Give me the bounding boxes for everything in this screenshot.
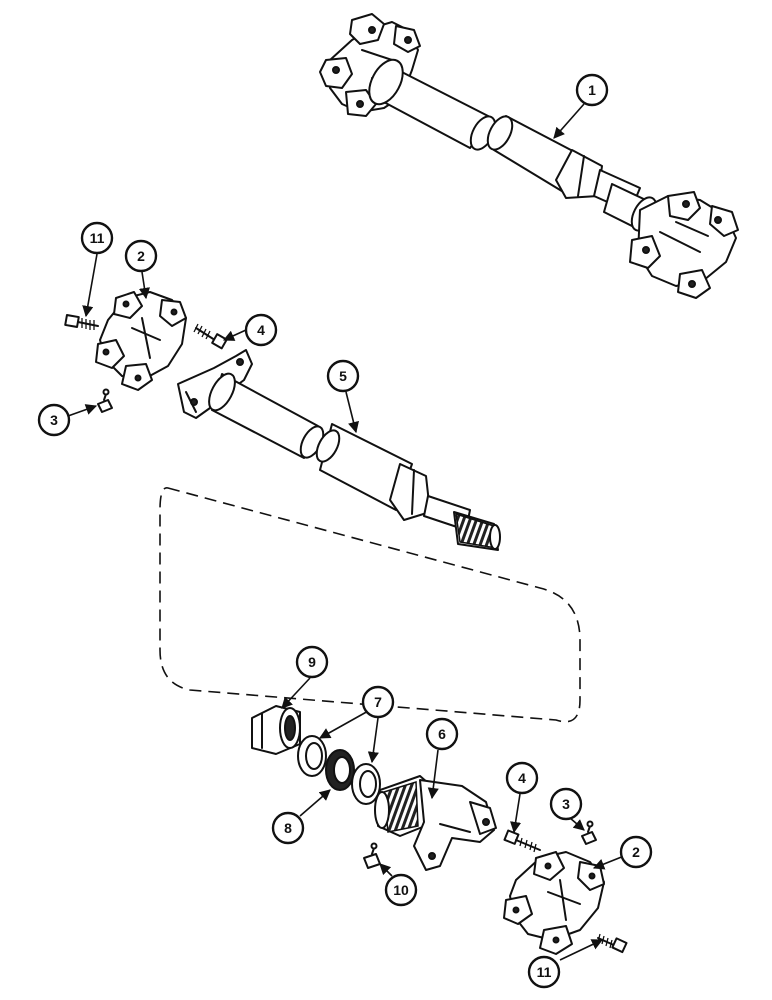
dashed-grouping-outline [159,487,581,723]
leader-6 [427,749,439,800]
svg-text:1: 1 [588,82,596,98]
leader-8 [299,789,331,817]
drive-shaft-assembly-part-1 [319,13,739,299]
callout-6: 6 [425,717,459,751]
bolt-lower-right [597,933,628,954]
grease-fitting-upper [97,388,113,413]
svg-text:4: 4 [518,770,526,786]
washer-part-7-left [297,735,327,777]
washer-part-7-right [351,763,381,805]
callout-2-lower: 2 [619,835,653,869]
svg-text:10: 10 [393,882,409,898]
svg-text:3: 3 [50,412,58,428]
grease-fitting-part-10 [363,842,381,869]
slip-shaft-part-5 [177,349,501,551]
svg-text:2: 2 [632,844,640,860]
slip-yoke-part-6 [374,775,497,871]
grease-fitting-lower [581,820,597,845]
callout-4-lower: 4 [505,761,539,795]
leader-9 [281,677,311,709]
universal-joint-left [319,13,421,117]
bolt-upper-right [193,323,228,350]
bolt-upper-left [64,314,99,330]
callout-2-upper: 2 [124,239,158,273]
callout-3-lower: 3 [549,787,583,821]
callout-8: 8 [271,811,305,845]
svg-text:2: 2 [137,248,145,264]
leader-4-upper [222,329,247,341]
leader-10 [379,863,393,877]
leader-lines [67,103,625,961]
svg-text:9: 9 [308,654,316,670]
callout-5: 5 [326,359,360,393]
washer-part-8 [325,749,355,791]
callout-11-upper: 11 [80,221,114,255]
callout-10: 10 [384,873,418,907]
callout-7: 7 [361,685,395,719]
callout-3-upper: 3 [37,403,71,437]
callout-11-lower: 11 [527,955,561,989]
svg-text:11: 11 [537,964,552,980]
shaft-tube-left [368,58,497,151]
svg-text:4: 4 [257,322,265,338]
leader-5 [345,391,359,434]
leader-1 [553,103,585,139]
leader-3-upper [67,404,98,417]
leader-7b [367,717,379,764]
svg-text:6: 6 [438,726,446,742]
svg-text:11: 11 [90,230,105,246]
leader-2-lower [592,855,625,870]
shaft-tube-right [486,115,658,232]
bolt-lower-left [503,829,541,853]
leader-11-lower [559,939,604,961]
callout-1: 1 [575,73,609,107]
svg-text:7: 7 [374,694,382,710]
leader-7a [319,709,371,739]
leader-3-lower [569,817,585,831]
leader-2-upper [138,271,151,300]
svg-text:8: 8 [284,820,292,836]
universal-joint-cross-lower [503,851,605,955]
svg-text:3: 3 [562,796,570,812]
leader-11-upper [82,253,98,318]
svg-text:5: 5 [339,368,347,384]
callout-4-upper: 4 [244,313,278,347]
universal-joint-right [629,191,739,299]
callout-9: 9 [295,645,329,679]
leader-4-lower [510,793,522,834]
universal-joint-cross-upper [95,291,187,391]
seal-part-9 [251,705,301,755]
